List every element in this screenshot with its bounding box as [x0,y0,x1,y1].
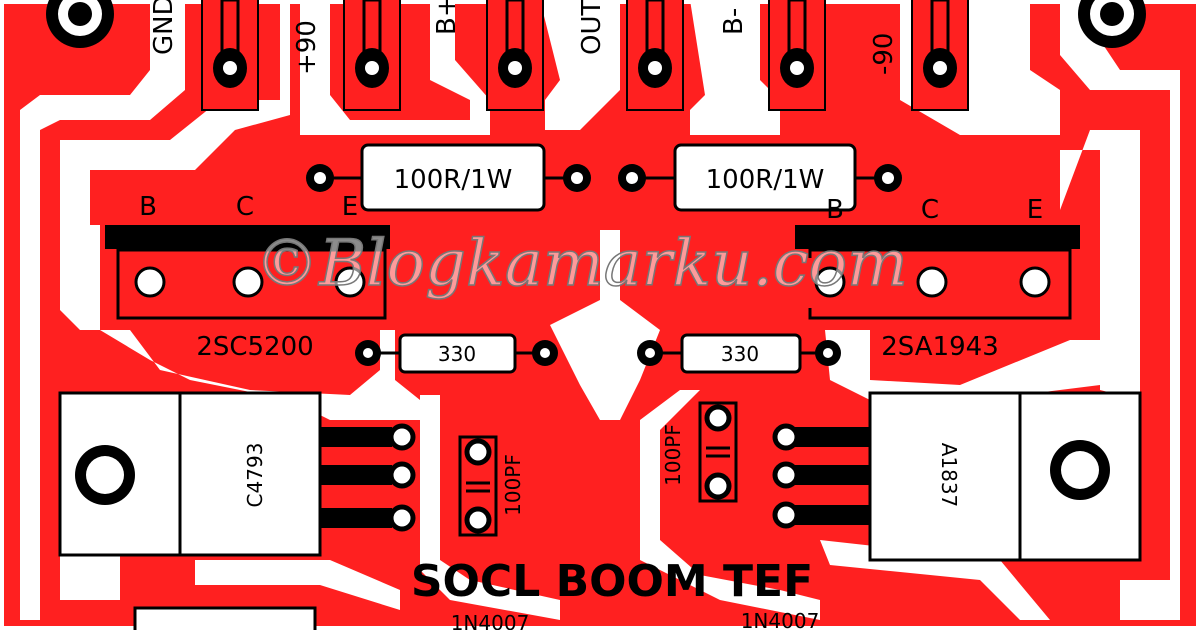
part-label: C4793 [243,443,267,508]
capacitor-value-label: 100PF [661,424,685,486]
terminal-label-gnd: GND [149,0,179,55]
mounting-hole-top-right [1078,0,1146,48]
capacitor-100pf-right: 100PF [661,401,738,503]
pin-label-c: C [236,192,254,222]
capacitor-100pf-left: 100PF [458,435,525,537]
diode-label: 1N4007 [451,611,530,630]
pin-label-c: C [921,195,939,225]
terminal-pad [201,0,259,111]
transistor-2sc5200: B C E 2SC5200 [105,192,390,362]
transistor-c4793: C4793 [58,391,416,557]
resistor-value-label: 330 [721,342,759,366]
terminal-labels: GND +90 B+ OUT B- -90 [149,0,899,75]
capacitor-value-label: 100PF [501,454,525,516]
resistor-330-right: 330 [637,333,841,374]
terminal-pad [768,0,826,111]
terminal-pad [343,0,401,111]
mounting-hole-top-left [46,0,114,48]
terminal-label-bminus: B- [719,8,749,35]
terminal-pad [486,0,544,111]
resistor-value-label: 100R/1W [394,165,513,195]
part-label: 2SC5200 [196,332,313,362]
terminal-label-minus90: -90 [869,33,899,75]
watermark: ©Blogkamarku.com [255,227,908,301]
resistor-330-left: 330 [355,333,558,374]
terminal-pad [911,0,969,111]
pin-label-b: B [139,192,157,222]
part-label: 2SA1943 [881,332,998,362]
diode-right: 1N4007 [741,609,820,630]
pin-label-b: B [826,195,844,225]
terminal-pad [626,0,684,111]
transistor-2sa1943: B C E 2SA1943 [795,195,1080,362]
diode-label: 1N4007 [741,609,820,630]
resistor-100r-right: 100R/1W [618,143,902,212]
pin-label-e: E [1027,195,1043,225]
resistor-value-label: 330 [438,342,476,366]
pin-label-e: E [342,192,358,222]
diode-left: 1N4007 [133,606,530,630]
board-title: SOCL BOOM TEF [411,556,813,607]
terminal-label-bplus: B+ [432,0,462,35]
transistor-a1837: A1837 [772,391,1142,562]
terminal-pads [201,0,969,111]
terminal-label-plus90: +90 [292,20,322,75]
resistor-value-label: 100R/1W [706,165,825,195]
part-label: A1837 [937,443,961,508]
resistor-100r-left: 100R/1W [306,143,591,212]
terminal-label-out: OUT [577,0,607,55]
